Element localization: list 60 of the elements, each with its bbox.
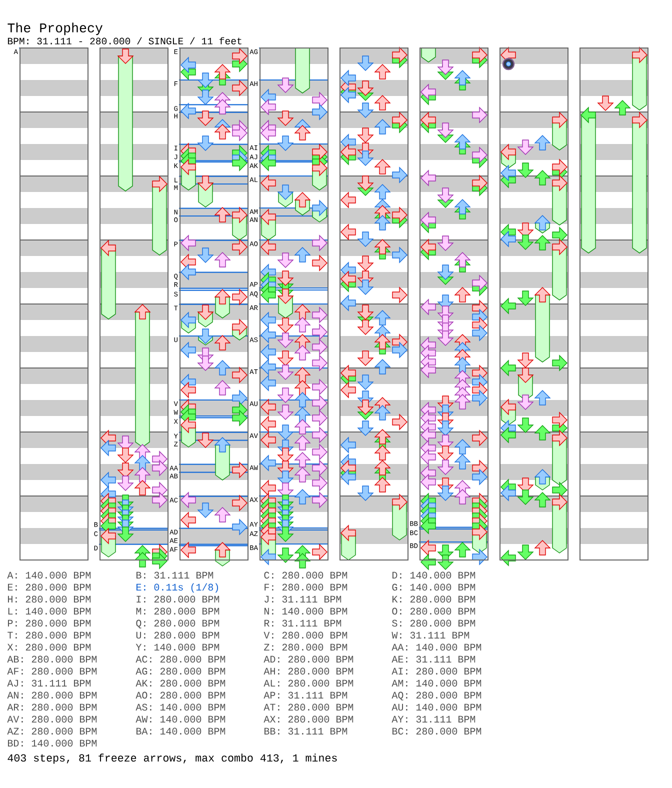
bpm-entry: BC: 280.000 BPM [392,728,482,735]
bpm-entry: AH: 280.000 BPM [264,668,354,675]
bpm-entry: AQ: 280.000 BPM [392,692,482,700]
subtitle: BPM: 31.111 - 280.000 / SINGLE / 11 feet [8,37,242,44]
bpm-entry: AF: 280.000 BPM [7,668,97,675]
bpm-entry: I: 280.000 BPM [136,596,220,603]
bpm-entry: J: 31.111 BPM [264,596,342,603]
bpm-entry: M: 280.000 BPM [136,608,220,615]
bpm-entry: AZ: 280.000 BPM [7,728,97,735]
bpm-entry: AX: 280.000 BPM [264,716,354,723]
bpm-entry: AM: 140.000 BPM [392,680,482,687]
bpm-entry: AP: 31.111 BPM [264,692,348,699]
bpm-entry: K: 280.000 BPM [392,596,476,603]
bpm-entry: AK: 280.000 BPM [136,680,226,687]
bpm-entry: Q: 280.000 BPM [136,620,220,628]
bpm-entry: AO: 280.000 BPM [136,692,226,699]
bpm-entry: X: 280.000 BPM [7,644,91,651]
bpm-entry: AB: 280.000 BPM [7,656,97,663]
bpm-entry: AV: 280.000 BPM [7,716,97,723]
bpm-entry: G: 140.000 BPM [392,584,476,591]
bpm-entry: AL: 280.000 BPM [264,680,354,687]
bpm-entry: H: 280.000 BPM [8,596,91,603]
bpm-entry: AT: 280.000 BPM [264,704,354,711]
bpm-entry: E: 0.11s (1/8) [136,583,218,593]
bpm-entry: BD: 140.000 BPM [8,740,97,747]
bpm-entry: BB: 31.111 BPM [264,728,348,735]
bpm-entry: W: 31.111 BPM [392,632,470,639]
title: The Prophecy [8,22,103,36]
bpm-entry: AI: 280.000 BPM [392,668,482,675]
bpm-entry: O: 280.000 BPM [392,608,476,615]
bpm-entry: Z: 280.000 BPM [264,644,348,651]
bpm-entry: AN: 280.000 BPM [7,692,97,699]
bpm-entry: R: 31.111 BPM [264,620,342,627]
bpm-entry: BA: 140.000 BPM [136,728,226,735]
bpm-entry: U: 280.000 BPM [136,632,220,639]
bpm-entry: D: 140.000 BPM [392,572,476,579]
bpm-entry: AG: 280.000 BPM [136,668,226,675]
bpm-entry: Y: 140.000 BPM [136,644,220,651]
bpm-entry: B: 31.111 BPM [136,572,214,579]
bpm-entry: AW: 140.000 BPM [136,716,226,723]
bpm-entry: AR: 280.000 BPM [7,704,97,711]
bpm-entry: AU: 140.000 BPM [392,704,482,711]
bpm-entry: AA: 140.000 BPM [392,644,482,651]
bpm-entry: AD: 280.000 BPM [264,656,354,663]
bpm-entry: V: 280.000 BPM [264,632,348,639]
bpm-entry: E: 280.000 BPM [8,584,91,591]
bpm-entry: T: 280.000 BPM [8,632,91,639]
bpm-entry: C: 280.000 BPM [264,572,348,579]
bpm-entry: F: 280.000 BPM [264,584,348,591]
bpm-entry: P: 280.000 BPM [8,620,91,627]
bpm-entry: AE: 31.111 BPM [392,656,476,663]
bpm-entry: S: 280.000 BPM [392,620,476,627]
bpm-entry: AJ: 31.111 BPM [7,680,91,687]
bpm-entry: L: 140.000 BPM [8,608,91,615]
bpm-entry: AC: 280.000 BPM [136,656,226,663]
bpm-entry: AS: 140.000 BPM [136,704,226,711]
bpm-entry: A: 140.000 BPM [7,572,91,579]
bpm-entry: N: 140.000 BPM [264,608,348,615]
summary-text: 403 steps, 81 freeze arrows, max combo 413, 1 mines [8,754,337,764]
bpm-entry: AY: 31.111 BPM [392,716,476,723]
